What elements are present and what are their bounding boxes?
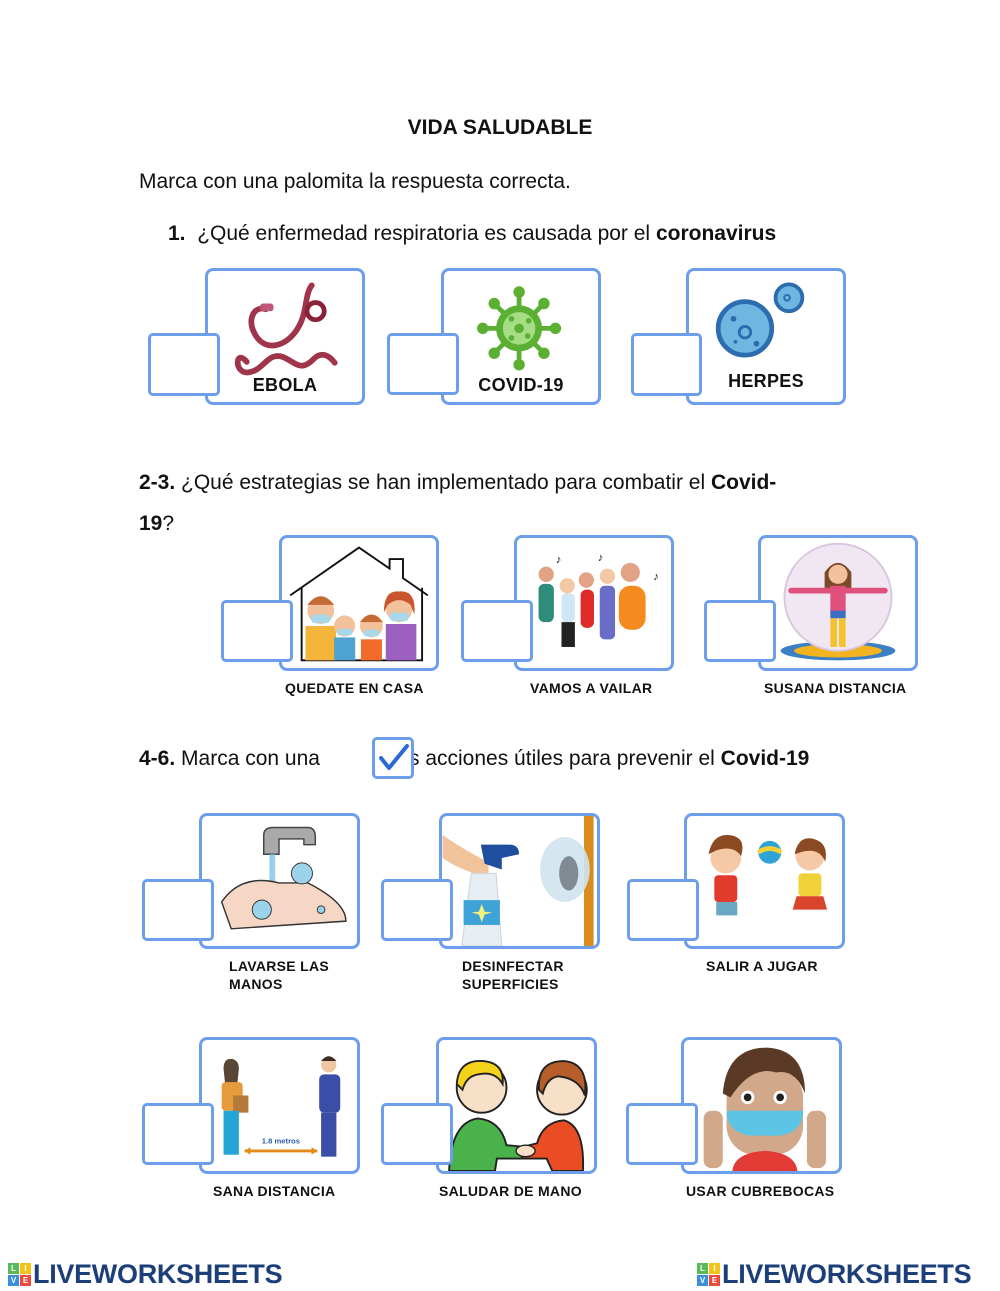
option-caption: SALUDAR DE MANO xyxy=(439,1183,582,1199)
logo-text: LIVEWORKSHEETS xyxy=(722,1259,972,1289)
live-blocks-icon: L I V E xyxy=(8,1263,31,1286)
distance-label: 1.8 metros xyxy=(262,1136,300,1145)
example-checkbox xyxy=(372,737,414,779)
option-lavarse-manos-card xyxy=(199,813,360,949)
checkmark-icon xyxy=(379,744,409,770)
checkbox-quedate-en-casa[interactable] xyxy=(221,600,293,662)
checkbox-saludar-de-mano[interactable] xyxy=(381,1103,453,1165)
superhero-bubble-icon xyxy=(780,542,896,661)
question-2-suffix: ? xyxy=(162,512,175,535)
option-salir-a-jugar-card xyxy=(684,813,845,949)
liveworksheets-logo-right: L I V E LIVEWORKSHEETS xyxy=(697,1259,972,1290)
checkbox-herpes[interactable] xyxy=(631,333,702,396)
herpes-virus-icon xyxy=(715,282,805,358)
option-caption: SUSANA DISTANCIA xyxy=(764,680,907,696)
option-caption: SALIR A JUGAR xyxy=(706,958,818,974)
checkbox-usar-cubrebocas[interactable] xyxy=(626,1103,698,1165)
question-1-bold: coronavirus xyxy=(655,222,777,245)
question-2-bold-cont: 19 xyxy=(139,512,163,535)
option-usar-cubrebocas-card xyxy=(681,1037,842,1174)
option-covid19-card: COVID-19 xyxy=(441,268,601,405)
handshake-icon xyxy=(448,1060,588,1171)
option-label: HERPES xyxy=(728,371,804,391)
family-at-home-icon xyxy=(289,546,429,662)
option-herpes-card: HERPES xyxy=(686,268,846,405)
option-caption: VAMOS A VAILAR xyxy=(530,680,653,696)
live-blocks-icon: L I V E xyxy=(697,1263,720,1286)
option-caption: LAVARSE LAS MANOS xyxy=(229,957,329,993)
option-caption: USAR CUBREBOCAS xyxy=(686,1183,835,1199)
checkbox-salir-a-jugar[interactable] xyxy=(627,879,699,941)
logo-text: LIVEWORKSHEETS xyxy=(33,1259,283,1289)
ebola-virus-icon xyxy=(234,282,338,376)
checkbox-lavarse-manos[interactable] xyxy=(142,879,214,941)
svg-text:♪: ♪ xyxy=(598,552,604,564)
checkbox-susana-distancia[interactable] xyxy=(704,600,776,662)
option-susana-distancia-card xyxy=(758,535,918,671)
question-3-text-before: Marca con una xyxy=(175,747,320,770)
question-3: 4-6. Marca con una xyxy=(139,747,320,771)
checkbox-covid19[interactable] xyxy=(387,333,459,395)
question-1: 1. ¿Qué enfermedad respiratoria es causa… xyxy=(168,222,776,246)
option-label: EBOLA xyxy=(252,375,318,395)
liveworksheets-logo-left: L I V E LIVEWORKSHEETS xyxy=(8,1259,283,1290)
option-label: COVID-19 xyxy=(478,375,564,395)
option-quedate-en-casa-card xyxy=(279,535,439,671)
option-sana-distancia-card: 1.8 metros xyxy=(199,1037,360,1174)
question-2-bold: Covid- xyxy=(710,471,777,494)
question-3-text-after: s acciones útiles para prevenir el xyxy=(409,747,721,770)
checkbox-desinfectar[interactable] xyxy=(381,879,453,941)
question-2-number: 2-3. xyxy=(139,471,176,494)
hand-washing-icon xyxy=(220,826,347,930)
checkbox-vamos-a-vailar[interactable] xyxy=(461,600,533,662)
option-desinfectar-card xyxy=(439,813,600,949)
question-1-text: ¿Qué enfermedad respiratoria es causada … xyxy=(197,222,656,245)
caption-line-1: LAVARSE LAS xyxy=(229,958,330,974)
caption-line-2: SUPERFICIES xyxy=(462,976,559,992)
svg-text:♪: ♪ xyxy=(653,571,659,583)
caption-line-1: DESINFECTAR xyxy=(462,958,564,974)
instruction-text: Marca con una palomita la respuesta corr… xyxy=(139,170,571,193)
question-2: 2-3. ¿Qué estrategias se han implementad… xyxy=(139,471,776,495)
option-caption: DESINFECTAR SUPERFICIES xyxy=(462,957,564,993)
option-vamos-a-vailar-card: ♪ ♪ ♪ xyxy=(514,535,674,671)
option-caption: SANA DISTANCIA xyxy=(213,1183,336,1199)
svg-text:♪: ♪ xyxy=(556,554,562,566)
face-mask-icon xyxy=(703,1047,827,1171)
question-3-number: 4-6. xyxy=(139,747,176,770)
caption-line-2: MANOS xyxy=(229,976,283,992)
social-distance-icon: 1.8 metros xyxy=(221,1056,341,1157)
question-2-line2: 19? xyxy=(139,512,174,536)
people-dancing-icon: ♪ ♪ ♪ xyxy=(538,552,659,647)
option-caption: QUEDATE EN CASA xyxy=(285,680,424,696)
spray-disinfect-icon xyxy=(442,816,594,946)
option-ebola-card: EBOLA xyxy=(205,268,365,405)
question-2-text: ¿Qué estrategias se han implementado par… xyxy=(175,471,711,494)
question-3-bold: Covid-19 xyxy=(720,747,810,770)
checkbox-ebola[interactable] xyxy=(148,333,220,396)
kids-playing-icon xyxy=(708,834,828,916)
checkbox-sana-distancia[interactable] xyxy=(142,1103,214,1165)
question-3-cont: s acciones útiles para prevenir el Covid… xyxy=(409,747,809,771)
coronavirus-icon xyxy=(477,286,562,371)
option-saludar-de-mano-card xyxy=(436,1037,597,1174)
question-1-number: 1. xyxy=(168,222,186,245)
worksheet-title: VIDA SALUDABLE xyxy=(407,116,593,139)
